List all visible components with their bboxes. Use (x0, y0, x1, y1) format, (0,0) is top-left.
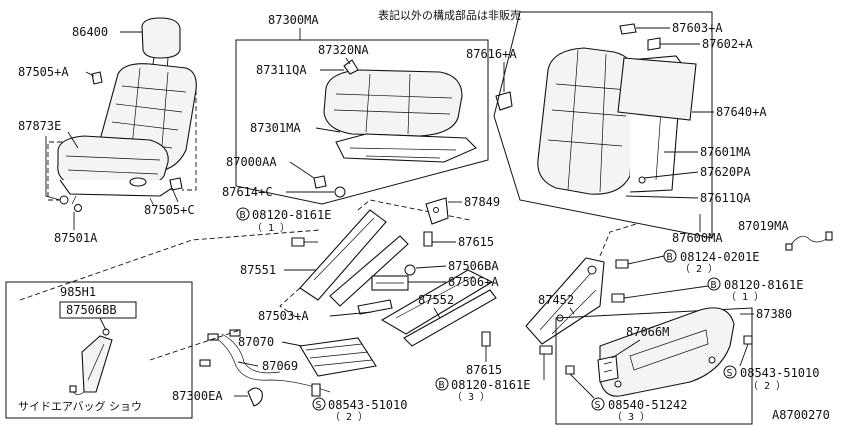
label-87615-b: 87615 (466, 363, 502, 377)
label-87614-c: 87614+C (222, 185, 273, 199)
label-87503-a: 87503+A (258, 309, 309, 323)
label-08540-51242: 08540-51242 (608, 398, 687, 412)
label-87301ma: 87301MA (250, 121, 301, 135)
label-87616-a: 87616+A (466, 47, 517, 61)
label-87603-a: 87603+A (672, 21, 723, 35)
label-87066m: 87066M (626, 325, 669, 339)
qty-08120-8161e-c: （ 3 ） (452, 391, 490, 403)
label-87600ma: 87600MA (672, 231, 723, 245)
backrest-assembly-box (493, 11, 713, 239)
label-08120-8161e-c: 08120-8161E (451, 378, 530, 392)
label-87552: 87552 (418, 293, 454, 307)
label-08543-51010-a: 08543-51010 (328, 398, 407, 412)
inset-caption: サイドエアバッグ ショウ (18, 399, 142, 413)
diagram-id: A8700270 (772, 408, 830, 422)
label-87506-a: 87506+A (448, 275, 499, 289)
qty-08120-8161e-a: （ 1 ） (252, 222, 290, 234)
seat-back-illustration (537, 23, 697, 195)
label-87620pa: 87620PA (700, 165, 751, 179)
label-87551: 87551 (240, 263, 276, 277)
label-87311qa: 87311QA (256, 63, 307, 77)
bolt-symbol-b: B (439, 380, 445, 391)
complete-seat-illustration (47, 17, 197, 212)
bolt-symbol-s: S (727, 368, 733, 379)
label-08124-0201e: 08124-0201E (680, 250, 759, 264)
label-87070: 87070 (238, 335, 274, 349)
header-note: 表記以外の構成部品は非販売 (378, 8, 521, 22)
label-87601ma: 87601MA (700, 145, 751, 159)
side-airbag-inset-box (5, 281, 193, 419)
label-87380: 87380 (756, 307, 792, 321)
recliner-cover-box (555, 307, 753, 425)
side-airbag-module-illustration (69, 328, 113, 395)
label-87615-a: 87615 (458, 235, 494, 249)
label-08120-8161e-b: 08120-8161E (724, 278, 803, 292)
qty-08543-51010-a: （ 2 ） (330, 411, 368, 423)
label-87019ma: 87019MA (738, 219, 789, 233)
label-87506ba: 87506BA (448, 259, 499, 273)
seat-rail-assembly (299, 209, 497, 347)
label-87069: 87069 (262, 359, 298, 373)
qty-08120-8161e-b: （ 1 ） (726, 291, 764, 303)
bolt-symbol-s: S (595, 400, 601, 411)
bolt-symbol-b: B (667, 252, 673, 263)
qty-08540-51242: （ 3 ） (612, 411, 650, 423)
label-87505-a: 87505+A (18, 65, 69, 79)
label-87300ea: 87300EA (172, 389, 223, 403)
label-985h1: 985H1 (60, 285, 96, 299)
label-87602-a: 87602+A (702, 37, 753, 51)
label-87849: 87849 (464, 195, 500, 209)
recliner-cover-illustration (597, 307, 735, 397)
bolt-symbol-b: B (711, 280, 717, 291)
label-87300ma: 87300MA (268, 13, 319, 27)
label-08120-8161e-a: 08120-8161E (252, 208, 331, 222)
bolt-symbol-s: S (316, 400, 322, 411)
bolt-symbol-b: B (240, 210, 246, 221)
cushion-assembly-box (235, 39, 489, 205)
label-87611qa: 87611QA (700, 191, 751, 205)
label-87501a: 87501A (54, 231, 98, 245)
label-87000aa: 87000AA (226, 155, 277, 169)
label-86400: 86400 (72, 25, 108, 39)
label-87505-c: 87505+C (144, 203, 195, 217)
label-87640-a: 87640+A (716, 105, 767, 119)
label-87452: 87452 (538, 293, 574, 307)
label-08543-51010-b: 08543-51010 (740, 366, 819, 380)
label-87320na: 87320NA (318, 43, 369, 57)
seat-cushion-illustration (323, 59, 477, 163)
qty-08543-51010-b: （ 2 ） (748, 380, 786, 392)
label-87506bb: 87506BB (66, 303, 117, 317)
qty-08124-0201e: （ 2 ） (680, 263, 718, 275)
label-87873e: 87873E (18, 119, 61, 133)
